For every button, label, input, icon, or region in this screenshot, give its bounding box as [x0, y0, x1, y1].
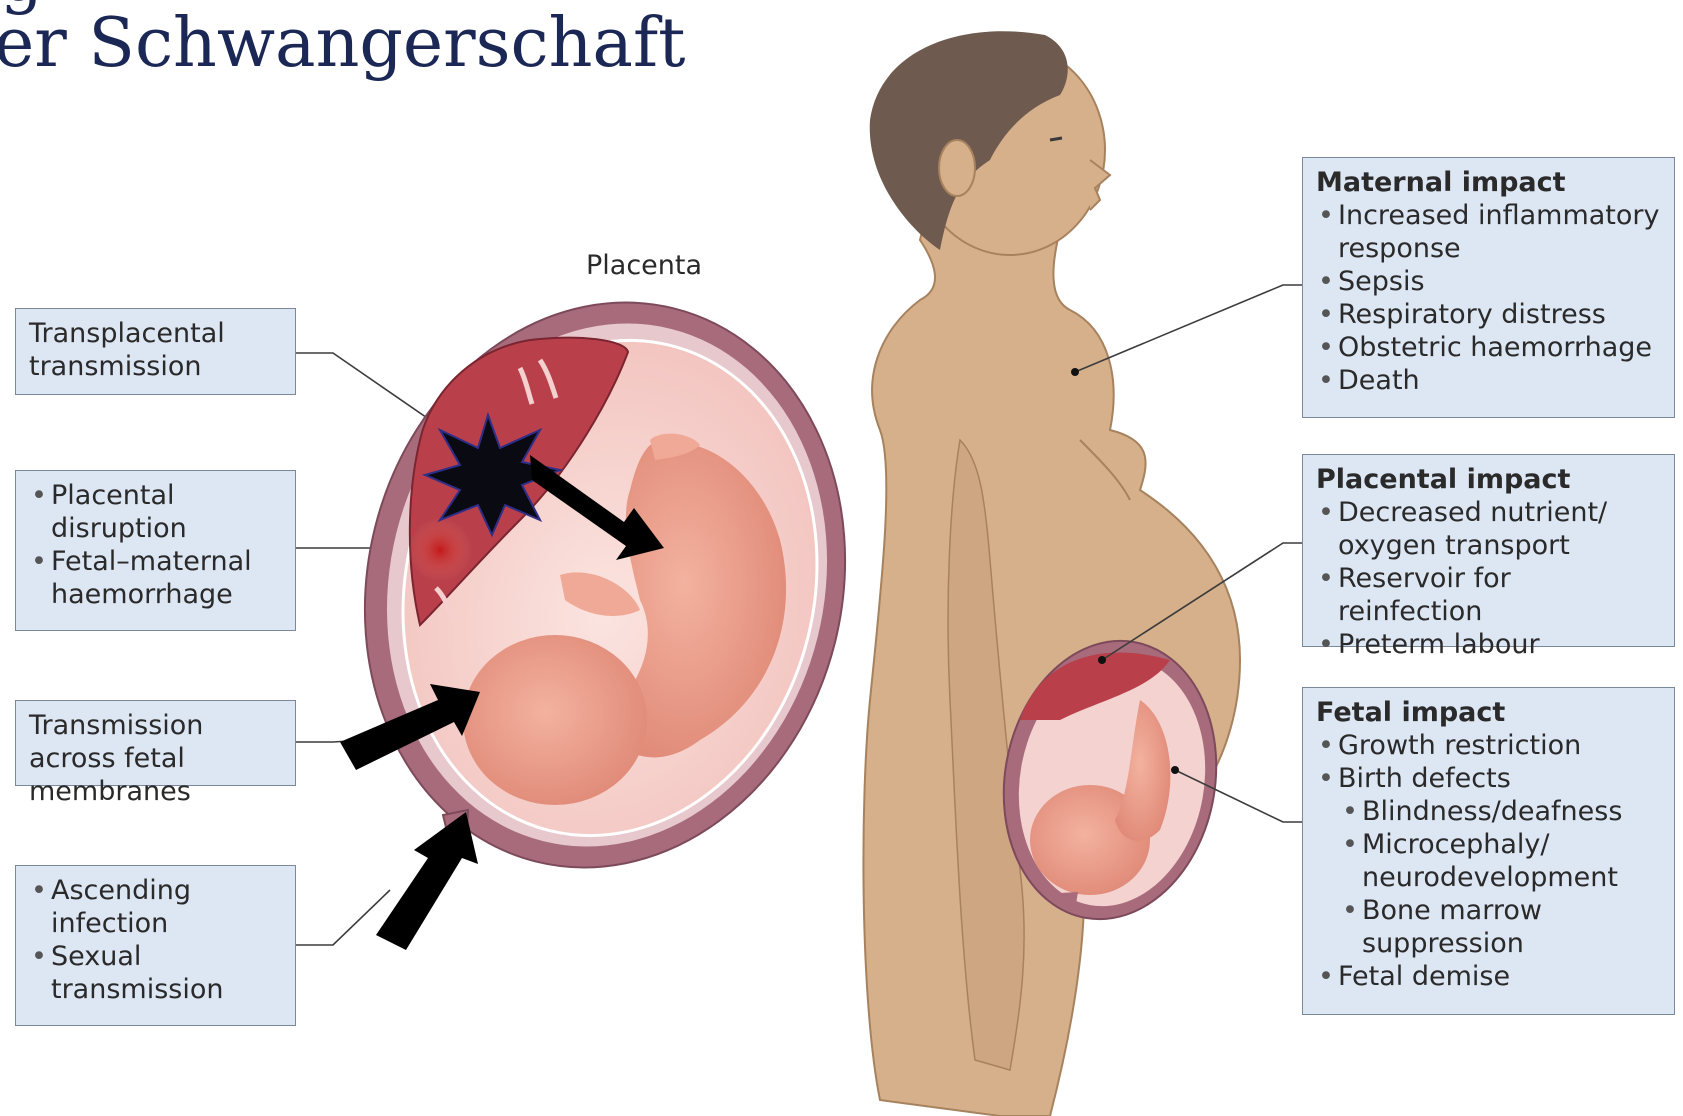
uterus-cross-section: [306, 251, 904, 919]
box-placental-impact: Placental impact Decreased nutrient/ oxy…: [1302, 454, 1675, 647]
box-maternal-impact: Maternal impact Increased inflammatory r…: [1302, 157, 1675, 418]
box-membrane-transmission: Transmission across fetal membranes: [15, 700, 296, 786]
sub-list-item: Blindness/deafness: [1316, 795, 1661, 828]
pregnant-woman-figure: [863, 31, 1240, 1116]
list-item: Increased inflammatory response: [1316, 199, 1661, 265]
list-item: Decreased nutrient/ oxygen transport: [1316, 496, 1661, 562]
sub-list-item: Bone marrow suppression: [1316, 894, 1661, 960]
list-item: Birth defects: [1316, 762, 1661, 795]
list-item: Preterm labour: [1316, 628, 1661, 661]
box-transplacental-transmission: Transplacental transmission: [15, 308, 296, 395]
list-item: Obstetric haemorrhage: [1316, 331, 1661, 364]
placenta-label: Placenta: [586, 250, 702, 281]
transplacental-text: Transplacental transmission: [29, 318, 225, 382]
haemorrhage-spot: [408, 518, 472, 582]
list-item: Respiratory distress: [1316, 298, 1661, 331]
list-item: Death: [1316, 364, 1661, 397]
box-placental-disruption: Placental disruption Fetal–maternal haem…: [15, 470, 296, 631]
box-fetal-impact: Fetal impact Growth restriction Birth de…: [1302, 687, 1675, 1015]
fetal-impact-heading: Fetal impact: [1316, 696, 1661, 729]
list-item: Placental disruption: [29, 479, 282, 545]
sub-list-item: Microcephaly/ neurodevelopment: [1316, 828, 1661, 894]
list-item: Sepsis: [1316, 265, 1661, 298]
list-item: Fetal–maternal haemorrhage: [29, 545, 282, 611]
arrow-ascending-icon: [376, 812, 478, 950]
list-item: Reservoir for reinfection: [1316, 562, 1661, 628]
list-item: Ascending infection: [29, 874, 282, 940]
list-item: Sexual transmission: [29, 940, 282, 1006]
maternal-impact-heading: Maternal impact: [1316, 166, 1661, 199]
placental-impact-heading: Placental impact: [1316, 463, 1661, 496]
membranes-text: Transmission across fetal membranes: [29, 710, 203, 807]
list-item: Fetal demise: [1316, 960, 1661, 993]
box-ascending-infection: Ascending infection Sexual transmission: [15, 865, 296, 1026]
list-item: Growth restriction: [1316, 729, 1661, 762]
